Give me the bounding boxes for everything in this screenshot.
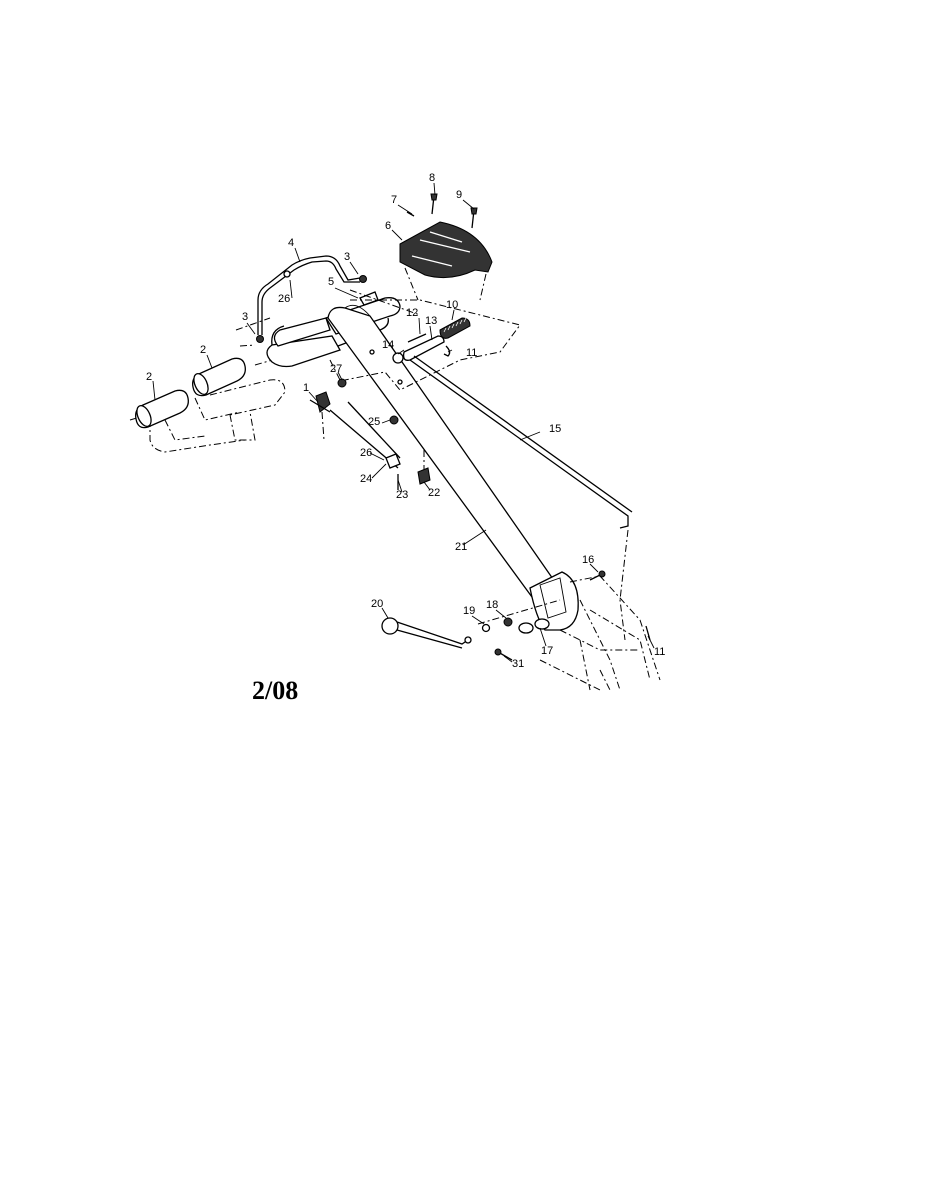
pin-part (402, 335, 445, 361)
handle-tube-part (327, 304, 579, 631)
callout-label: 3 (344, 251, 350, 263)
callout-label: 12 (406, 307, 418, 319)
callout-label: 18 (486, 599, 498, 611)
callout-label: 6 (385, 220, 391, 232)
callout-label: 26 (360, 447, 372, 459)
callout-label: 31 (512, 658, 524, 670)
nut-part (256, 335, 264, 343)
washer-part (392, 352, 404, 364)
leader-lines (152, 182, 655, 663)
nut-part (389, 415, 399, 425)
shift-rod-long-part (409, 355, 633, 641)
callout-label: 2 (146, 371, 152, 383)
knob-lever-part (381, 617, 472, 649)
callout-label: 26 (278, 293, 290, 305)
callout-label: 27 (330, 363, 342, 375)
callout-label: 14 (382, 339, 394, 351)
callout-label: 15 (549, 423, 561, 435)
clip-part (417, 450, 431, 485)
callout-label: 19 (463, 605, 475, 617)
panel-cover-part (399, 221, 493, 301)
bracket-part (359, 291, 379, 306)
callout-label: 20 (371, 598, 383, 610)
nut-part (337, 378, 347, 388)
callout-label: 24 (360, 473, 372, 485)
callout-label: 10 (446, 299, 458, 311)
callout-label: 17 (541, 645, 553, 657)
screw-part (470, 207, 478, 229)
callout-label: 8 (429, 172, 435, 184)
spring-part (439, 317, 471, 339)
callout-label: 11 (466, 347, 477, 359)
callout-label: 11 (654, 646, 665, 658)
callout-labels: 2 2 3 3 4 5 6 7 8 9 10 11 11 12 13 14 15… (146, 172, 665, 670)
shift-rod-part (257, 255, 361, 335)
bolt-part (494, 648, 513, 661)
ghost-tiller-frame (477, 575, 661, 691)
callout-label: 7 (391, 194, 397, 206)
nut-part (359, 275, 367, 283)
callout-label: 1 (303, 382, 309, 394)
date-code: 2/08 (252, 676, 299, 705)
callout-label: 3 (242, 311, 248, 323)
callout-label: 9 (456, 189, 462, 201)
grip-part (135, 389, 189, 429)
callout-label: 4 (288, 237, 294, 249)
pin-part (407, 333, 427, 343)
screw-part (406, 211, 415, 217)
grip-part (192, 357, 246, 397)
callout-label: 2 (200, 344, 206, 356)
callout-label: 16 (582, 554, 594, 566)
callout-label: 22 (428, 487, 440, 499)
callout-label: 25 (368, 416, 380, 428)
callout-label: 5 (328, 276, 334, 288)
clip-part (443, 345, 451, 357)
cable-clamp-part (385, 453, 401, 469)
callout-label: 21 (455, 541, 467, 553)
callout-label: 13 (425, 315, 437, 327)
nut-part (503, 617, 513, 627)
washer-part (481, 623, 491, 633)
callout-label: 23 (396, 489, 408, 501)
screw-part (430, 193, 438, 215)
cable-bracket-part (309, 391, 331, 441)
plate-part (518, 618, 550, 634)
